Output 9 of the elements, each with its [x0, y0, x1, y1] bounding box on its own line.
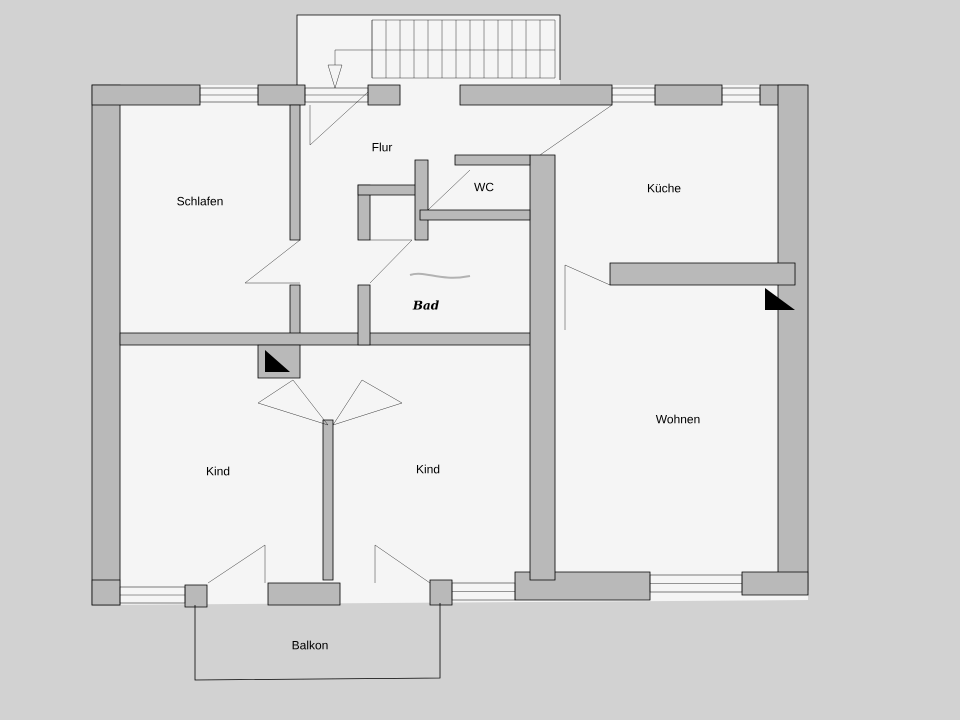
room-label: Küche	[648, 184, 680, 192]
room-label: Wohnen	[656, 414, 700, 424]
room-label: Flur	[372, 142, 392, 152]
room-label: WC	[474, 182, 494, 192]
room-label: Kind	[206, 466, 230, 476]
room-label: Kind	[416, 464, 440, 474]
room-label: Schlafen	[177, 196, 223, 206]
room-label: Balkon	[292, 640, 328, 650]
room-label: Bad	[412, 300, 439, 310]
